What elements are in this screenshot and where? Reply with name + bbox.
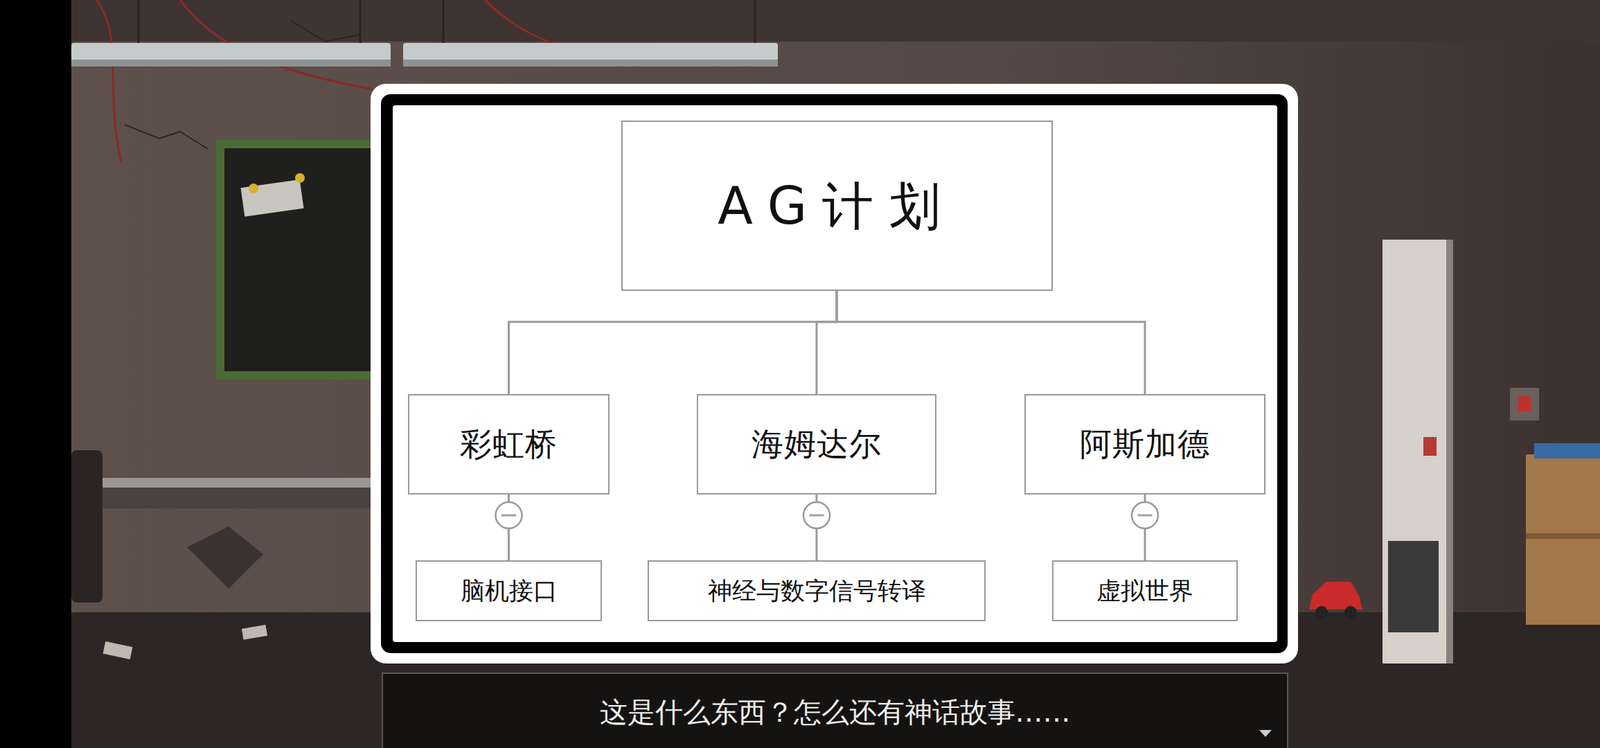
door [1382,239,1450,664]
lamp-wire [359,0,362,43]
lamp-wire [754,0,757,43]
lamp-wire [442,0,445,43]
tree-connector [836,290,1145,395]
process-box: 海姆达尔 [696,394,937,495]
chalkboard [224,148,383,372]
desk-top [71,477,377,488]
collapse-icon [495,502,523,529]
collapse-icon [803,502,830,529]
office-chair [71,450,103,603]
door-light [1423,437,1437,456]
cardboard-box [1525,454,1600,625]
toy-car [1315,606,1328,619]
wall [71,0,1600,748]
chalkboard-frame [216,139,383,380]
process-box: AG计划 [621,120,1053,291]
door-vent [1388,540,1439,633]
toy-car [1309,581,1363,610]
node-label: 彩虹桥 [459,425,558,464]
process-box: 彩虹桥 [407,394,610,495]
wall-switch [1509,387,1540,421]
lamp-wire [137,0,140,43]
pinned-note [240,179,304,217]
tree-connector [509,290,838,395]
door-frame [1446,239,1454,664]
process-box: 神经与数字信号转译 [647,560,986,622]
node-label: 海姆达尔 [751,425,882,464]
node-label: 神经与数字信号转译 [707,576,927,606]
wall-crack [124,20,361,149]
node-label: 虚拟世界 [1096,576,1194,606]
paper [241,624,268,640]
node-label: AG计划 [717,175,956,237]
ceiling-lamp [71,42,391,67]
continue-arrow [1259,730,1272,737]
wall-switch [1518,396,1531,412]
panel [370,83,1299,664]
process-box: 脑机接口 [415,560,602,622]
ceiling-lamp [403,59,778,67]
collapse-icon [1131,502,1159,529]
ceiling-lamp [71,59,391,67]
toy-car [1344,606,1357,619]
dialogue-box [382,673,1288,748]
letterbox-bar [0,0,72,748]
process-box: 阿斯加德 [1024,394,1266,495]
cardboard-box [1525,533,1600,539]
panel-border [380,94,1288,654]
node-label: 脑机接口 [460,576,558,606]
paper [103,641,133,660]
dialogue-text: 这是什么东西？怎么还有神话故事…… [382,695,1288,729]
tree-connector [816,290,837,395]
panel-inner [392,105,1278,643]
process-box: 虚拟世界 [1052,560,1238,622]
ceiling-lamp [403,42,778,67]
node-label: 阿斯加德 [1079,425,1211,464]
desk [71,487,377,509]
pin [248,183,259,194]
pin [295,173,305,183]
fallen-chair [187,526,264,589]
ceiling [71,0,1600,42]
book [1534,443,1600,459]
